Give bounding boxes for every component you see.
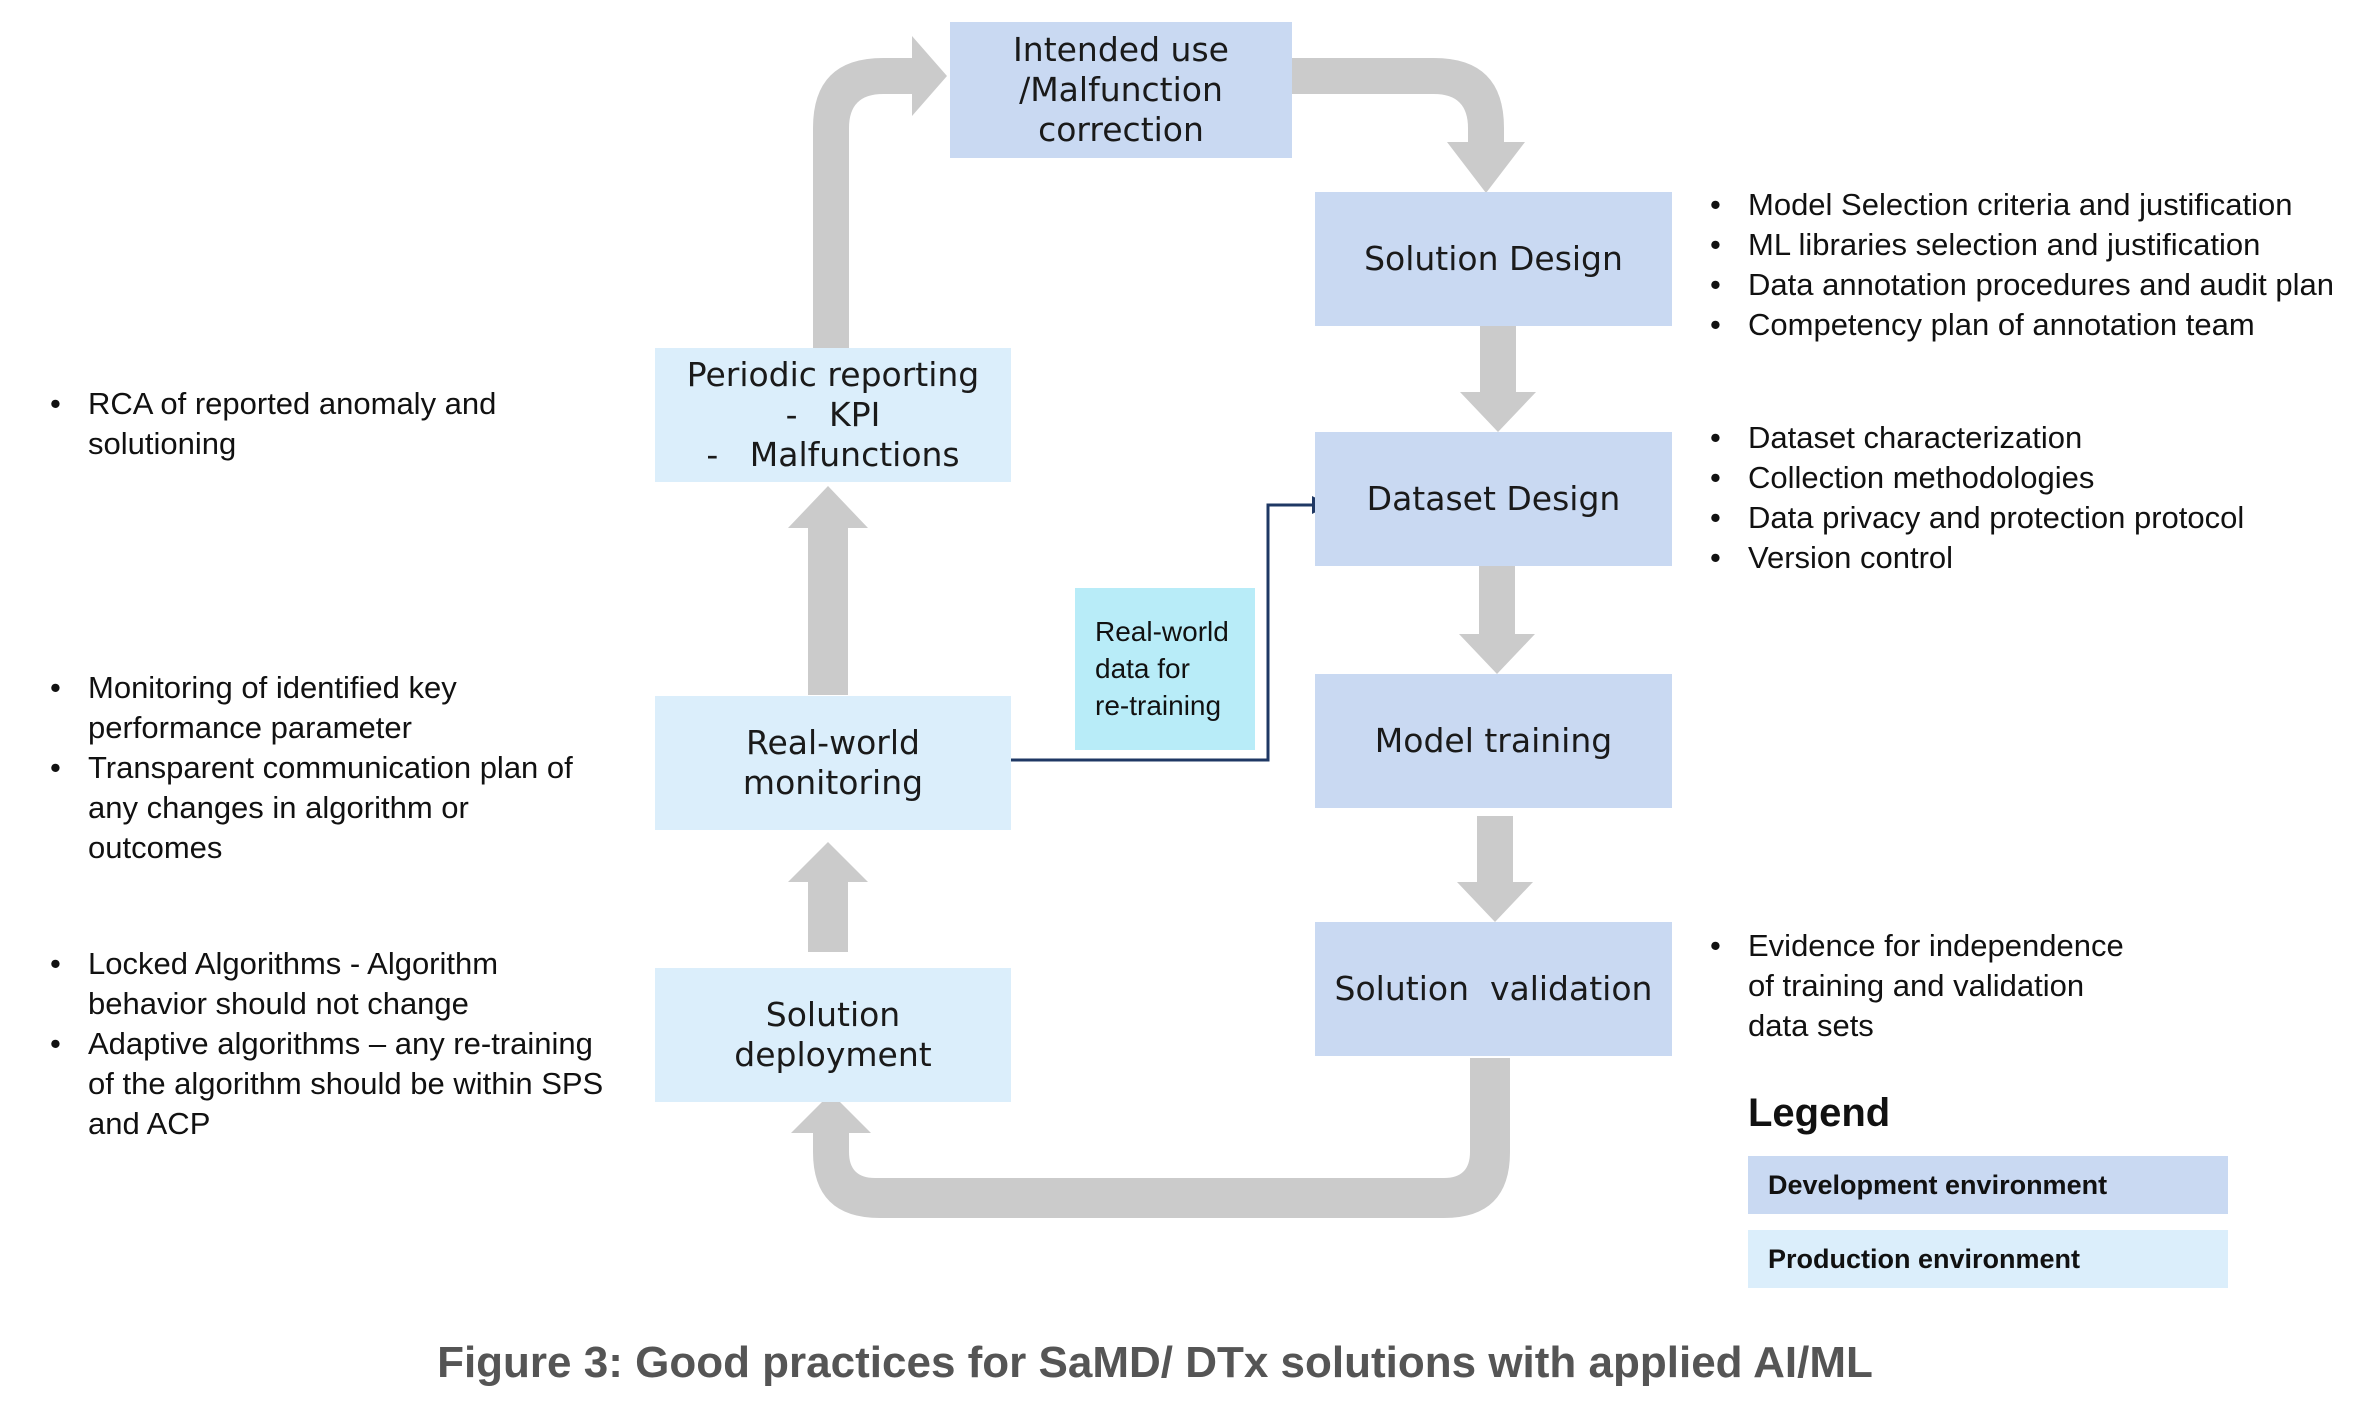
legend-production: Production environment — [1748, 1230, 2228, 1288]
arrow-dataset-design-to-model-training — [1459, 566, 1535, 674]
solution-validation-notes: Evidence for independence of training an… — [1710, 926, 2270, 1046]
arrow-reporting-to-intended-use — [813, 36, 947, 350]
solution-validation-box: Solution validation — [1315, 922, 1672, 1056]
legend-development: Development environment — [1748, 1156, 2228, 1214]
arrow-monitoring-to-reporting — [788, 486, 868, 695]
note-item: Transparent communication plan of any ch… — [50, 748, 630, 868]
dataset-design-notes: Dataset characterization Collection meth… — [1710, 418, 2350, 578]
arrow-solution-design-to-dataset-design — [1460, 326, 1536, 432]
note-item: Competency plan of annotation team — [1710, 305, 2350, 345]
arrow-deployment-to-monitoring — [788, 842, 868, 952]
note-item: Model Selection criteria and justificati… — [1710, 185, 2350, 225]
intended-use-box: Intended use /Malfunction correction — [950, 22, 1292, 158]
connector-monitoring-to-dataset-design — [1005, 503, 1315, 762]
note-item: Adaptive algorithms – any re-training of… — [50, 1024, 630, 1144]
dataset-design-box: Dataset Design — [1315, 432, 1672, 566]
periodic-reporting-box: Periodic reporting - KPI - Malfunctions — [655, 348, 1011, 482]
note-item: Dataset characterization — [1710, 418, 2350, 458]
note-item: RCA of reported anomaly and solutioning — [50, 384, 610, 464]
monitoring-notes: Monitoring of identified key performance… — [50, 668, 630, 868]
periodic-reporting-notes: RCA of reported anomaly and solutioning — [50, 384, 610, 464]
note-item: Data privacy and protection protocol — [1710, 498, 2350, 538]
note-item: Monitoring of identified key performance… — [50, 668, 630, 748]
legend-title: Legend — [1748, 1091, 1891, 1135]
note-item: Locked Algorithms - Algorithm behavior s… — [50, 944, 630, 1024]
arrow-intended-use-to-solution-design — [1292, 58, 1525, 193]
solution-design-box: Solution Design — [1315, 192, 1672, 326]
real-world-monitoring-box: Real-world monitoring — [655, 696, 1011, 830]
note-item: Version control — [1710, 538, 2350, 578]
solution-design-notes: Model Selection criteria and justificati… — [1710, 185, 2350, 345]
note-item: Evidence for independence of training an… — [1710, 926, 2270, 1046]
note-item: ML libraries selection and justification — [1710, 225, 2350, 265]
note-item: Data annotation procedures and audit pla… — [1710, 265, 2350, 305]
figure-caption: Figure 3: Good practices for SaMD/ DTx s… — [437, 1338, 1873, 1387]
solution-deployment-box: Solution deployment — [655, 968, 1011, 1102]
model-training-box: Model training — [1315, 674, 1672, 808]
retraining-data-note: Real-world data for re-training — [1075, 588, 1255, 750]
arrow-validation-to-deployment — [791, 1058, 1510, 1218]
arrow-model-training-to-solution-validation — [1457, 816, 1533, 922]
deployment-notes: Locked Algorithms - Algorithm behavior s… — [50, 944, 630, 1144]
note-item: Collection methodologies — [1710, 458, 2350, 498]
